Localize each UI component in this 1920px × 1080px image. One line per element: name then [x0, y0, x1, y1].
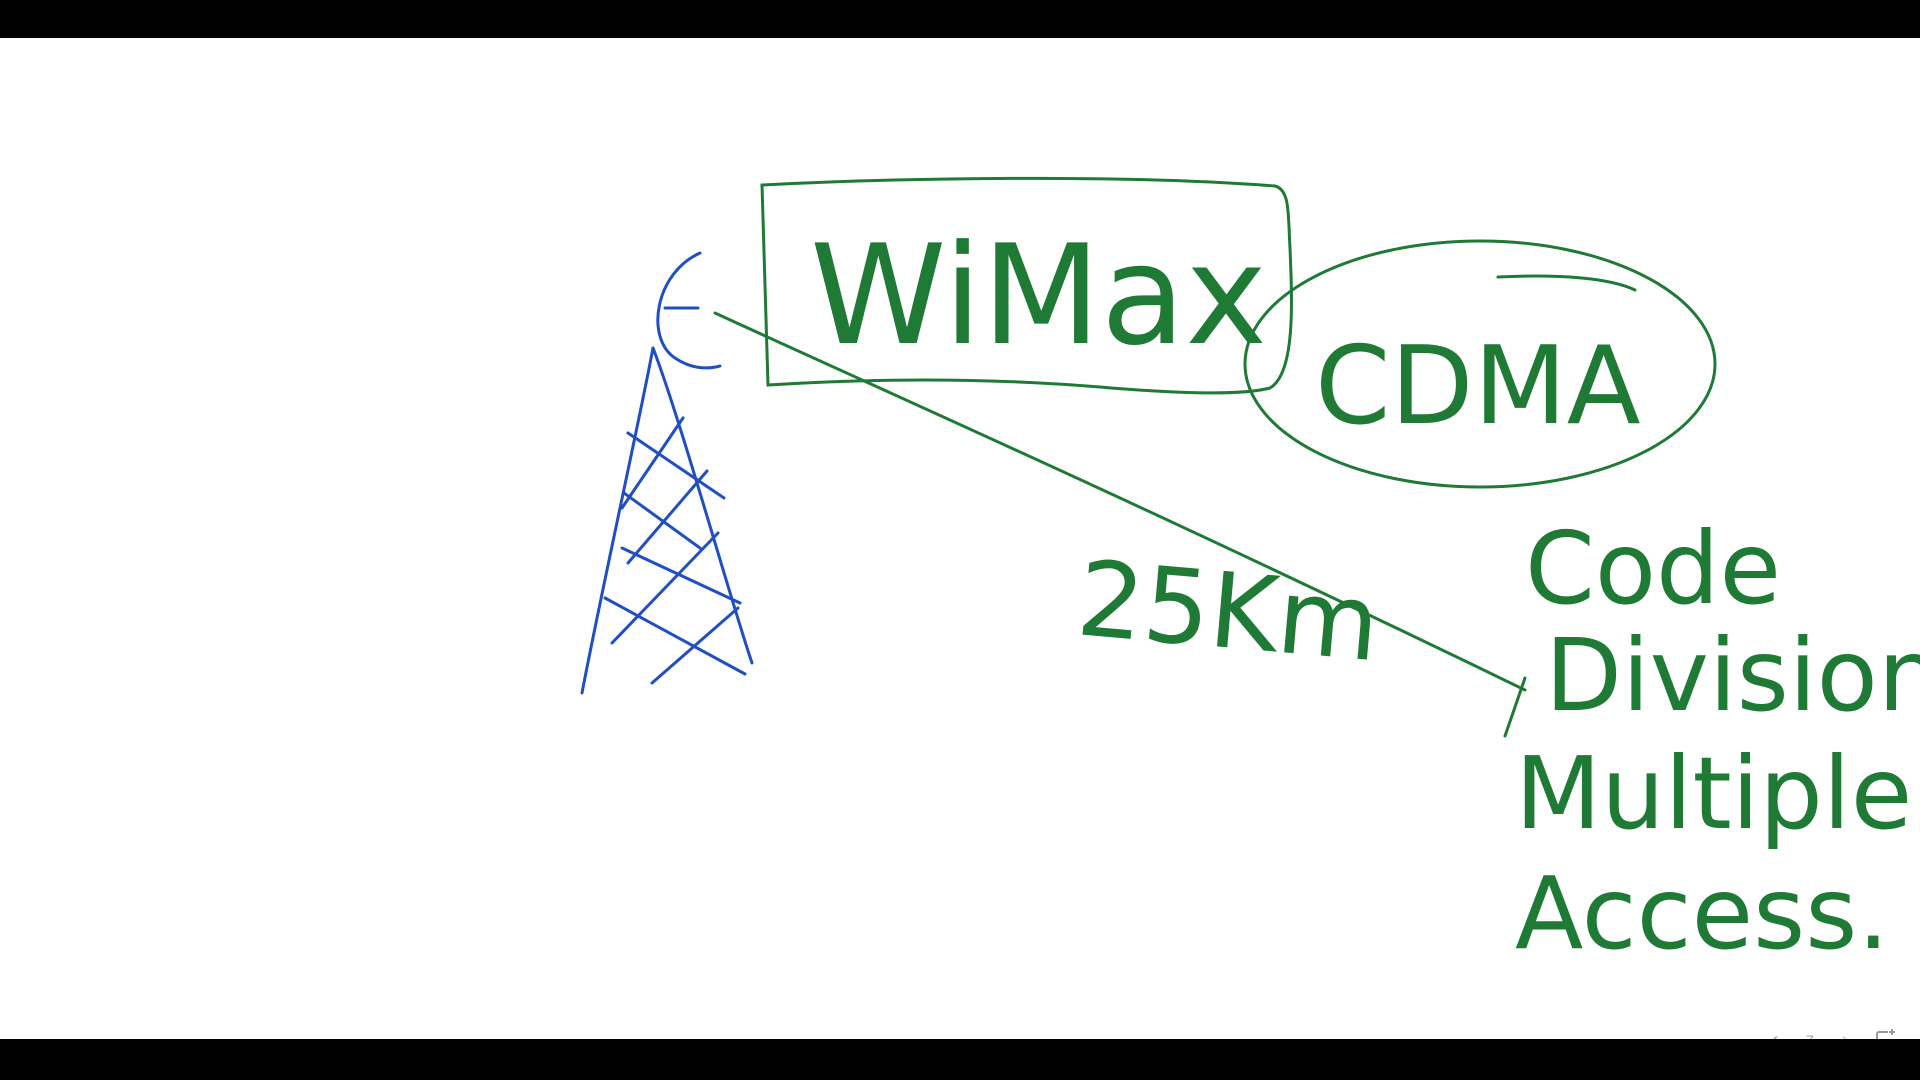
cdma-ellipse [1243, 239, 1717, 489]
expansion-word-2: Division [1545, 617, 1920, 734]
tower-brace [622, 491, 702, 550]
wimax-box [760, 176, 1293, 395]
whiteboard-canvas[interactable]: WiMax CDMA 25Km Code Division Multiple A… [0, 38, 1920, 1039]
expansion-word-4: Access. [1515, 855, 1889, 972]
range-line-tick [1503, 676, 1527, 738]
page-number: 7 [1800, 1026, 1820, 1039]
chevron-right-icon[interactable]: › [1832, 1026, 1858, 1040]
tower-brace [626, 431, 726, 500]
chevron-left-icon[interactable]: ‹ [1762, 1026, 1788, 1040]
tower-drawing [580, 251, 754, 695]
wimax-label: WiMax [810, 215, 1267, 376]
tower-brace [650, 606, 740, 685]
cdma-overline [1496, 274, 1637, 292]
tower-antenna-arc [656, 251, 722, 370]
letterbox-top [0, 0, 1920, 38]
expansion-word-1: Code [1525, 510, 1781, 627]
expansion-word-3: Multiple [1515, 735, 1912, 852]
tower-brace [626, 469, 709, 565]
letterbox-bottom [0, 1039, 1920, 1080]
add-page-icon[interactable] [1870, 1026, 1900, 1039]
tower-brace [603, 596, 747, 676]
range-line [713, 311, 1527, 692]
add-page-icon-glyph [1876, 1029, 1895, 1039]
network-drawing [713, 176, 1717, 738]
tower-brace [610, 531, 720, 645]
tower-right-leg [651, 346, 754, 665]
cdma-label: CDMA [1315, 324, 1641, 449]
ink-layer: WiMax CDMA 25Km Code Division Multiple A… [580, 176, 1920, 972]
tower-brace [620, 546, 742, 605]
tower-brace [620, 416, 685, 510]
tower-left-leg [580, 346, 655, 695]
distance-label: 25Km [1073, 537, 1384, 685]
